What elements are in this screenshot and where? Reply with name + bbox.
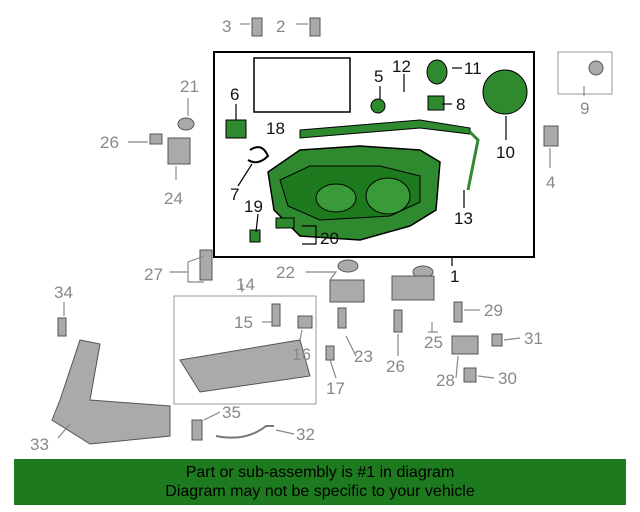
rod-13: [466, 130, 480, 191]
callout-3: 3: [222, 17, 231, 36]
callout-2: 2: [276, 17, 285, 36]
banner-line-1: Part or sub-assembly is #1 in diagram: [185, 464, 455, 481]
grey-parts: [51, 17, 604, 445]
callout-28: 28: [436, 371, 455, 390]
socket-8: [427, 95, 445, 111]
callout-29: 29: [484, 301, 503, 320]
leader-lines-grey: [57, 23, 585, 439]
callout-12: 12: [392, 57, 411, 76]
trim-strip: [299, 119, 471, 139]
callout-10: 10: [496, 143, 515, 162]
callout-18: 18: [266, 119, 285, 138]
callout-24: 24: [164, 189, 183, 208]
subassembly-box-18: [253, 57, 351, 113]
banner-line-2: Diagram may not be specific to your vehi…: [165, 483, 475, 500]
callout-14: 14: [236, 275, 255, 294]
callout-21: 21: [180, 77, 199, 96]
callout-19: 19: [244, 197, 263, 216]
callout-31: 31: [524, 329, 543, 348]
callout-35: 35: [222, 403, 241, 422]
callout-25: 25: [424, 333, 443, 352]
callout-9: 9: [580, 99, 589, 118]
part-19: [249, 229, 261, 243]
callout-33: 33: [30, 435, 49, 454]
callout-26b: 26: [386, 357, 405, 376]
bulb-5: [370, 98, 386, 114]
part-box-14: [173, 295, 317, 405]
cap-11: [426, 59, 448, 85]
callout-32: 32: [296, 425, 315, 444]
callout-6: 6: [230, 85, 239, 104]
callout-8: 8: [456, 95, 465, 114]
callout-27: 27: [144, 265, 163, 284]
callout-4: 4: [546, 173, 555, 192]
part-box-9: [557, 51, 613, 95]
fitment-banner: Part or sub-assembly is #1 in diagram Di…: [14, 459, 626, 505]
assembly-box: [213, 51, 535, 258]
callout-17: 17: [326, 379, 345, 398]
wire-32: [215, 425, 274, 439]
callout-26: 26: [100, 133, 119, 152]
cap-10: [482, 69, 528, 115]
parts-diagram: 3 2 21 26 24 9 4 6 18 5 12 11 8 10 7 13 …: [30, 17, 613, 454]
callout-5: 5: [374, 67, 383, 86]
bulb-6: [225, 119, 247, 139]
callout-11: 11: [464, 59, 482, 78]
callout-34: 34: [54, 283, 73, 302]
callout-20: 20: [320, 229, 339, 248]
callout-30: 30: [498, 369, 517, 388]
clip-7: [247, 146, 270, 164]
part-20: [275, 217, 295, 229]
callout-23: 23: [354, 347, 373, 366]
leader-lines: [235, 67, 507, 266]
callout-13: 13: [454, 209, 473, 228]
callout-15: 15: [234, 313, 253, 332]
callout-7: 7: [230, 185, 239, 204]
callout-1: 1: [450, 267, 459, 286]
callout-16: 16: [292, 345, 311, 364]
callout-22: 22: [276, 263, 295, 282]
